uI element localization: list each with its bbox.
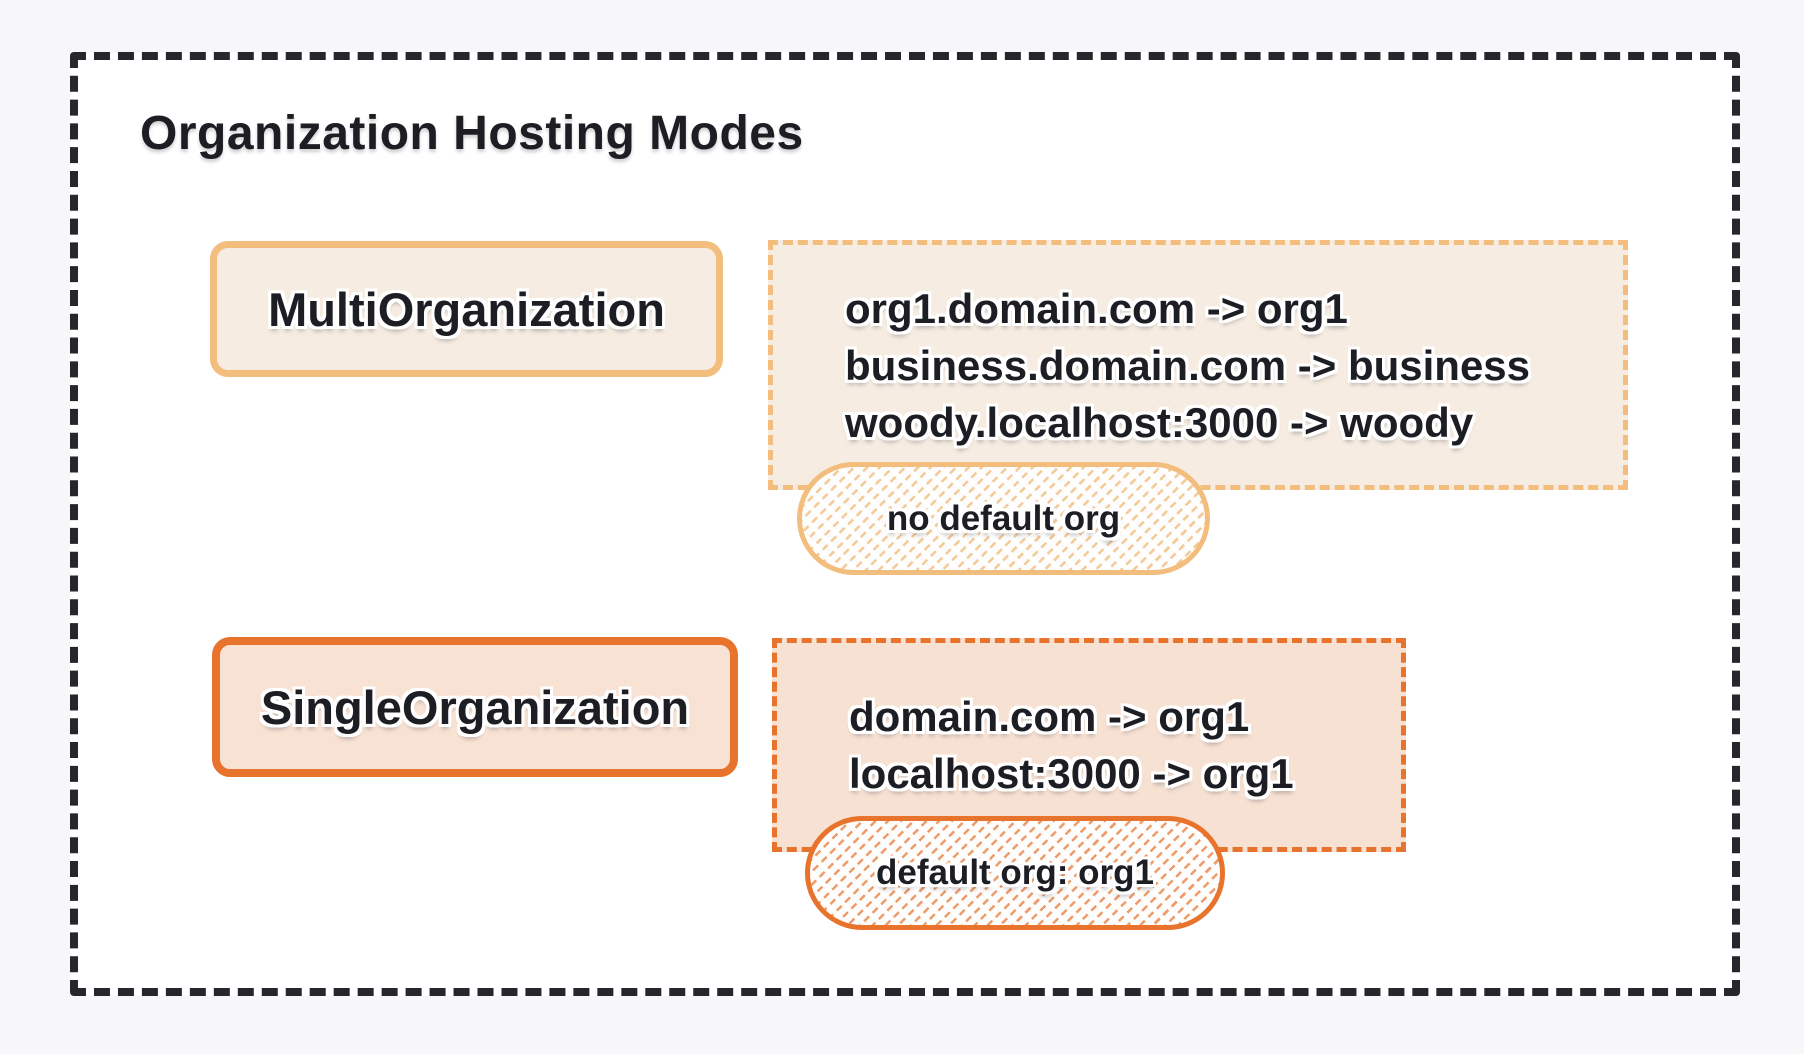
badge-pill-no-default-org: no default org (797, 462, 1210, 575)
mapping-line: localhost:3000 -> org1 (849, 750, 1294, 797)
mapping-box-multiorganization: org1.domain.com -> org1 business.domain.… (768, 240, 1628, 490)
mapping-line: business.domain.com -> business (845, 341, 1531, 389)
diagram-title: Organization Hosting Modes (140, 107, 804, 160)
mode-label-box-multiorganization: MultiOrganization (210, 241, 723, 377)
mapping-line: domain.com -> org1 (849, 693, 1250, 740)
mapping-line: org1.domain.com -> org1 (845, 284, 1348, 332)
badge-pill-default-org: default org: org1 (805, 816, 1225, 930)
mode-label-box-singleorganization: SingleOrganization (212, 637, 738, 777)
mapping-line: woody.localhost:3000 -> woody (845, 398, 1474, 446)
